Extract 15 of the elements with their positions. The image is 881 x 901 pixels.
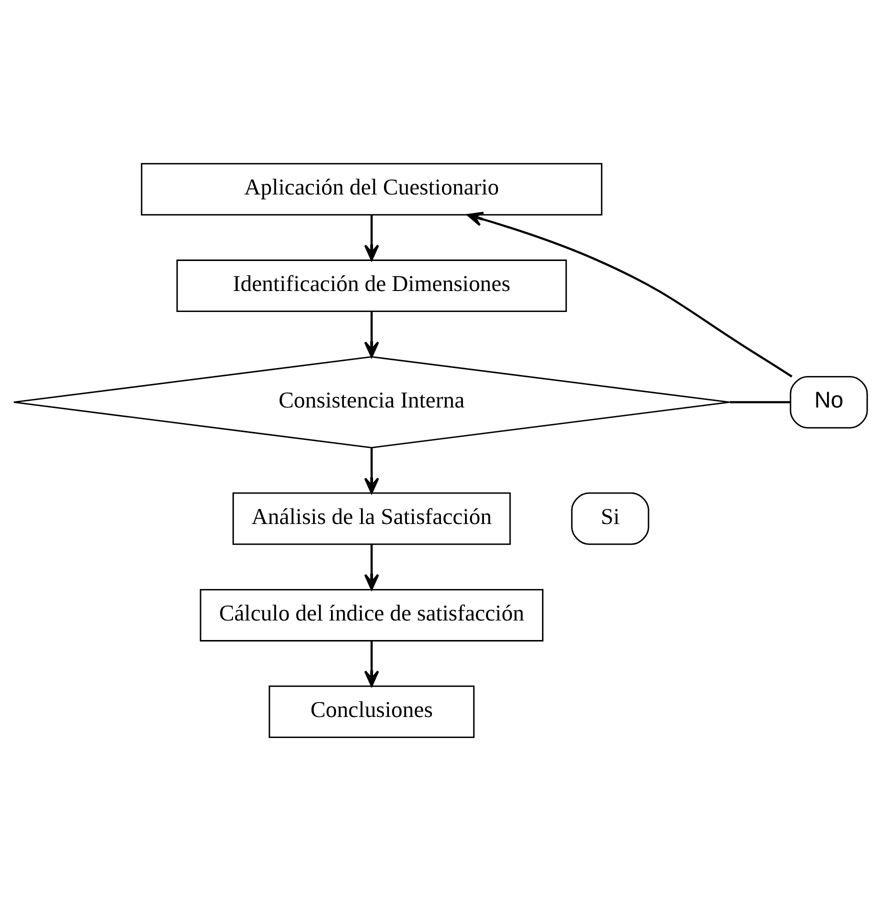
node-box: Cálculo del índice de satisfacción <box>200 588 544 642</box>
node-box: No <box>790 376 868 428</box>
node-box: Si <box>571 492 650 545</box>
node-diamond: Consistencia Interna <box>13 356 730 448</box>
arrow <box>364 312 380 358</box>
arrow <box>466 212 792 378</box>
arrow <box>364 544 380 590</box>
node-box: Aplicación del Cuestionario <box>140 162 602 216</box>
arrow <box>364 641 380 687</box>
arrow <box>364 215 380 261</box>
node-box: Identificación de Dimensiones <box>176 260 567 312</box>
connector <box>730 401 790 404</box>
node-box: Análisis de la Satisfacción <box>232 492 511 545</box>
arrow <box>364 448 380 494</box>
node-box: Conclusiones <box>268 686 475 738</box>
